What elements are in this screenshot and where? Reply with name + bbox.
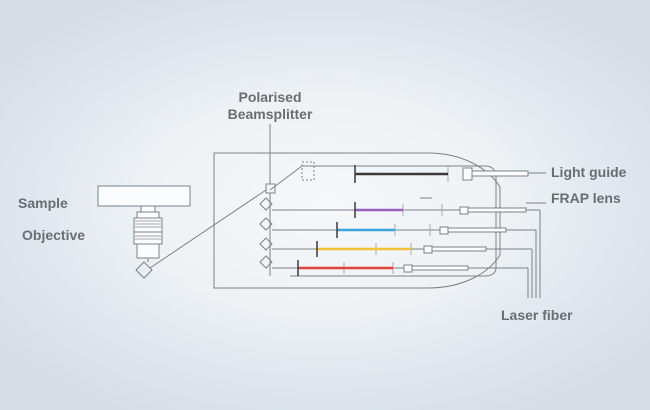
fiber-connectors bbox=[403, 206, 527, 273]
objective-ridges bbox=[135, 220, 161, 240]
beamsplitter-cube bbox=[265, 183, 276, 194]
beamsplitter-label: Polarised Beamsplitter bbox=[214, 89, 326, 123]
objective-mirror bbox=[135, 261, 153, 279]
sample-label: Sample bbox=[18, 195, 68, 211]
light-guide-connector bbox=[462, 167, 473, 181]
objective-lens bbox=[133, 205, 163, 259]
laser-beams bbox=[298, 172, 448, 270]
beamsplitter-label-line2: Beamsplitter bbox=[227, 106, 313, 122]
lens-marks bbox=[343, 166, 449, 274]
objective-path bbox=[149, 189, 267, 269]
laser-fiber-label: Laser fiber bbox=[501, 307, 573, 323]
housing-outline bbox=[213, 152, 501, 289]
frap-lens-label: FRAP lens bbox=[551, 190, 621, 206]
beam-start-ticks bbox=[297, 165, 356, 276]
detector-box bbox=[301, 161, 315, 181]
objective-label: Objective bbox=[22, 227, 86, 243]
inner-frame bbox=[269, 165, 497, 277]
laser-fiber-bundle bbox=[468, 209, 541, 298]
beamsplitter-label-line1: Polarised bbox=[238, 89, 302, 105]
light-guide-cable bbox=[471, 170, 529, 177]
sample-slide bbox=[97, 185, 191, 207]
dichroic-mirrors bbox=[259, 197, 273, 269]
light-guide-label: Light guide bbox=[551, 164, 627, 180]
